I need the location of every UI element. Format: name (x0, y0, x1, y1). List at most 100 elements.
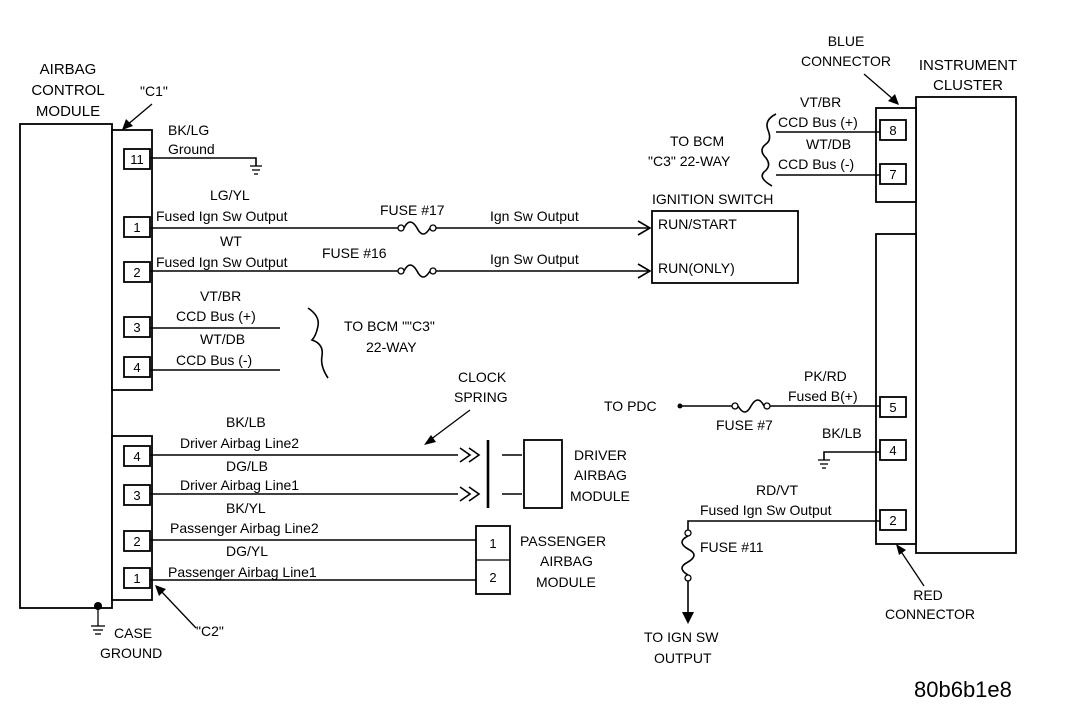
c2-pin-3-color: DG/LB (226, 458, 268, 474)
c2-pin-2-color: BK/YL (226, 500, 266, 516)
fuse-7-end-left (731, 402, 739, 410)
run-start-arrow (637, 220, 652, 236)
red-connector: 5 PK/RD Fused B(+) FUSE #7 TO PDC 4 BK/L… (604, 233, 975, 666)
red-pin-5-box (879, 396, 907, 418)
c1-pin-2-color: WT (220, 233, 242, 249)
blue-pin-8-color: VT/BR (800, 94, 841, 110)
bcm-right-label-1: TO BCM (670, 133, 724, 149)
blue-connector-label-2: CONNECTOR (801, 53, 891, 69)
red-pin-2-box (879, 509, 907, 531)
c2-pin-3-circuit-name: Driver Airbag Line1 (180, 477, 299, 493)
c2-pin-3-number: 3 (133, 488, 140, 503)
red-pin-4-wire (823, 451, 880, 460)
red-connector-leader-arrow (896, 544, 906, 555)
c1-pin-4-circuit-name: CCD Bus (-) (176, 352, 252, 368)
c1-pin-11-circuit-name: Ground (168, 141, 215, 157)
bcm-left-label-1: TO BCM ""C3" (344, 318, 435, 334)
c2-pin-3-connector-chevron-2 (468, 486, 481, 502)
case-ground: CASE GROUND (91, 602, 162, 661)
connector-c1: "C1" (111, 83, 168, 391)
airbag-module-title-1: AIRBAG (40, 61, 97, 78)
c2-pin-1-color: DG/YL (226, 543, 268, 559)
fuse-7-label: FUSE #7 (716, 417, 773, 433)
fuse-16-label: FUSE #16 (322, 245, 387, 261)
c1-pin-11-color: BK/LG (168, 122, 209, 138)
blue-connector-leader (863, 73, 895, 101)
blue-pin-8-box (879, 119, 907, 141)
c2-pin-3-connector-chevron-1 (459, 486, 472, 502)
c1-pin-2-circuit-name: Fused Ign Sw Output (156, 254, 288, 270)
blue-pin-8-number: 8 (889, 123, 896, 138)
airbag-module-title-3: MODULE (36, 103, 100, 120)
c1-pin-3-number: 3 (133, 320, 140, 335)
c2-driver-circuits: 4 BK/LB Driver Airbag Line2 3 DG/LB Driv… (123, 369, 630, 509)
red-pin-4-number: 4 (889, 443, 896, 458)
ignition-switch-run-only: RUN(ONLY) (658, 260, 735, 276)
c1-pin-1-color: LG/YL (210, 187, 250, 203)
airbag-module-body (19, 123, 113, 609)
c1-pin-1-circuit: 1 LG/YL Fused Ign Sw Output FUSE #17 Ign… (123, 187, 652, 238)
c2-pin-1-box (123, 567, 151, 589)
c1-pin-11-number: 11 (130, 152, 144, 167)
instrument-cluster-label-2: CLUSTER (933, 77, 1003, 94)
c2-pin-4-number: 4 (133, 449, 140, 464)
clock-spring-leader-arrow (424, 435, 436, 445)
c1-pin-2-box (123, 261, 151, 283)
c2-pin-2-number: 2 (133, 534, 140, 549)
blue-connector-leader-arrow (888, 94, 899, 105)
to-pdc-terminal (677, 403, 683, 409)
fuse-7-element (737, 399, 765, 413)
red-connector-label-2: CONNECTOR (885, 606, 975, 622)
c1-leader (125, 103, 153, 127)
c1-pin-3-color: VT/BR (200, 288, 241, 304)
c2-pin-4-connector-chevron-2 (468, 447, 481, 463)
red-connector-label-1: RED (913, 587, 943, 603)
c1-housing (111, 129, 153, 391)
red-pin-2-wire-a (687, 520, 880, 530)
blue-connector: BLUE CONNECTOR 8 VT/BR CCD Bus (+) 7 WT/… (648, 33, 917, 203)
driver-airbag-label-2: AIRBAG (574, 467, 627, 483)
c1-pin-4-number: 4 (133, 360, 140, 375)
red-connector-housing (875, 233, 917, 545)
c1-pin-11-box (123, 148, 151, 170)
bcm-left-brace (307, 307, 329, 379)
red-pin-4-box (879, 439, 907, 461)
fuse-7-end-right (763, 402, 771, 410)
red-pin-5-circuit-name: Fused B(+) (788, 388, 858, 404)
c1-pin-2-number: 2 (133, 265, 140, 280)
fuse-17-end-left (397, 224, 405, 232)
driver-airbag-body (523, 439, 563, 509)
clock-spring-label-2: SPRING (454, 389, 508, 405)
c1-pin-4-color: WT/DB (200, 331, 245, 347)
ignition-switch-body (651, 210, 799, 284)
c1-ccd-bus-circuits: 3 VT/BR CCD Bus (+) 4 WT/DB CCD Bus (-) … (123, 288, 435, 379)
fuse-11-element (681, 535, 695, 576)
c2-pin-3-box (123, 484, 151, 506)
bcm-right-brace (761, 113, 777, 187)
blue-connector-label-1: BLUE (828, 33, 865, 49)
c2-leader (159, 589, 197, 629)
c1-pin-1-number: 1 (133, 220, 140, 235)
blue-pin-7-box (879, 163, 907, 185)
c1-pin-3-box (123, 316, 151, 338)
clock-spring-leader (429, 409, 471, 441)
c1-leader-arrow (122, 119, 133, 130)
red-pin-2-number: 2 (889, 513, 896, 528)
clock-spring-label-1: CLOCK (458, 369, 507, 385)
c2-leader-arrow (155, 585, 166, 596)
instrument-cluster-label-1: INSTRUMENT (919, 57, 1017, 74)
c2-pin-4-circuit-name: Driver Airbag Line2 (180, 435, 299, 451)
ign-sw-output-top-label: Ign Sw Output (490, 208, 579, 224)
fuse-16-end-right (429, 267, 437, 275)
c2-label: "C2" (196, 623, 224, 639)
blue-pin-8-circuit-name: CCD Bus (+) (778, 114, 858, 130)
case-ground-label-1: CASE (114, 625, 152, 641)
c1-pin-4-box (123, 356, 151, 378)
c1-pin-1-box (123, 216, 151, 238)
c1-pin-2-circuit: 2 WT Fused Ign Sw Output FUSE #16 Ign Sw… (123, 233, 652, 283)
red-pin-4-color: BK/LB (822, 425, 862, 441)
c2-pin-1-number: 1 (133, 571, 140, 586)
run-only-arrow (637, 263, 652, 279)
to-pdc-label: TO PDC (604, 398, 657, 414)
ign-sw-output-bottom-label: Ign Sw Output (490, 251, 579, 267)
